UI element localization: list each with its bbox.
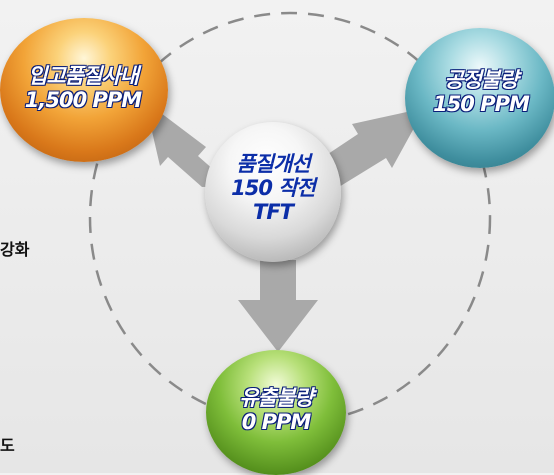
incoming-quality-label: 입고품질사내 1,500 PPM [3, 64, 163, 112]
center-tft-line2: 150 작전 [231, 176, 316, 200]
center-tft-line3: TFT [253, 200, 294, 224]
outflow-defect-sphere [206, 350, 346, 475]
incoming-quality-sphere [0, 18, 168, 162]
outflow-defect-label: 유출불량 0 PPM [210, 386, 342, 434]
arrow-to-process-defect [316, 108, 425, 190]
arrow-to-outflow-defect [238, 260, 318, 352]
cropped-text-reinforce: 강화 [0, 240, 30, 259]
process-defect-sphere [405, 28, 554, 168]
process-defect-label: 공정불량 150 PPM [410, 68, 552, 116]
process-defect-title: 공정불량 [444, 68, 518, 92]
center-tft-line1: 품질개선 [236, 152, 310, 176]
center-tft-label: 품질개선 150 작전 TFT [208, 152, 338, 224]
arrow-to-incoming-quality [145, 101, 232, 187]
process-defect-value: 150 PPM [433, 92, 530, 116]
cropped-text-do: 도 [0, 436, 15, 455]
outflow-defect-title: 유출불량 [239, 386, 313, 410]
dashed-cycle-ring [88, 11, 492, 425]
incoming-quality-value: 1,500 PPM [24, 88, 142, 112]
outflow-defect-value: 0 PPM [241, 410, 312, 434]
incoming-quality-title: 입고품질사내 [28, 64, 139, 88]
center-tft-sphere [205, 122, 341, 262]
